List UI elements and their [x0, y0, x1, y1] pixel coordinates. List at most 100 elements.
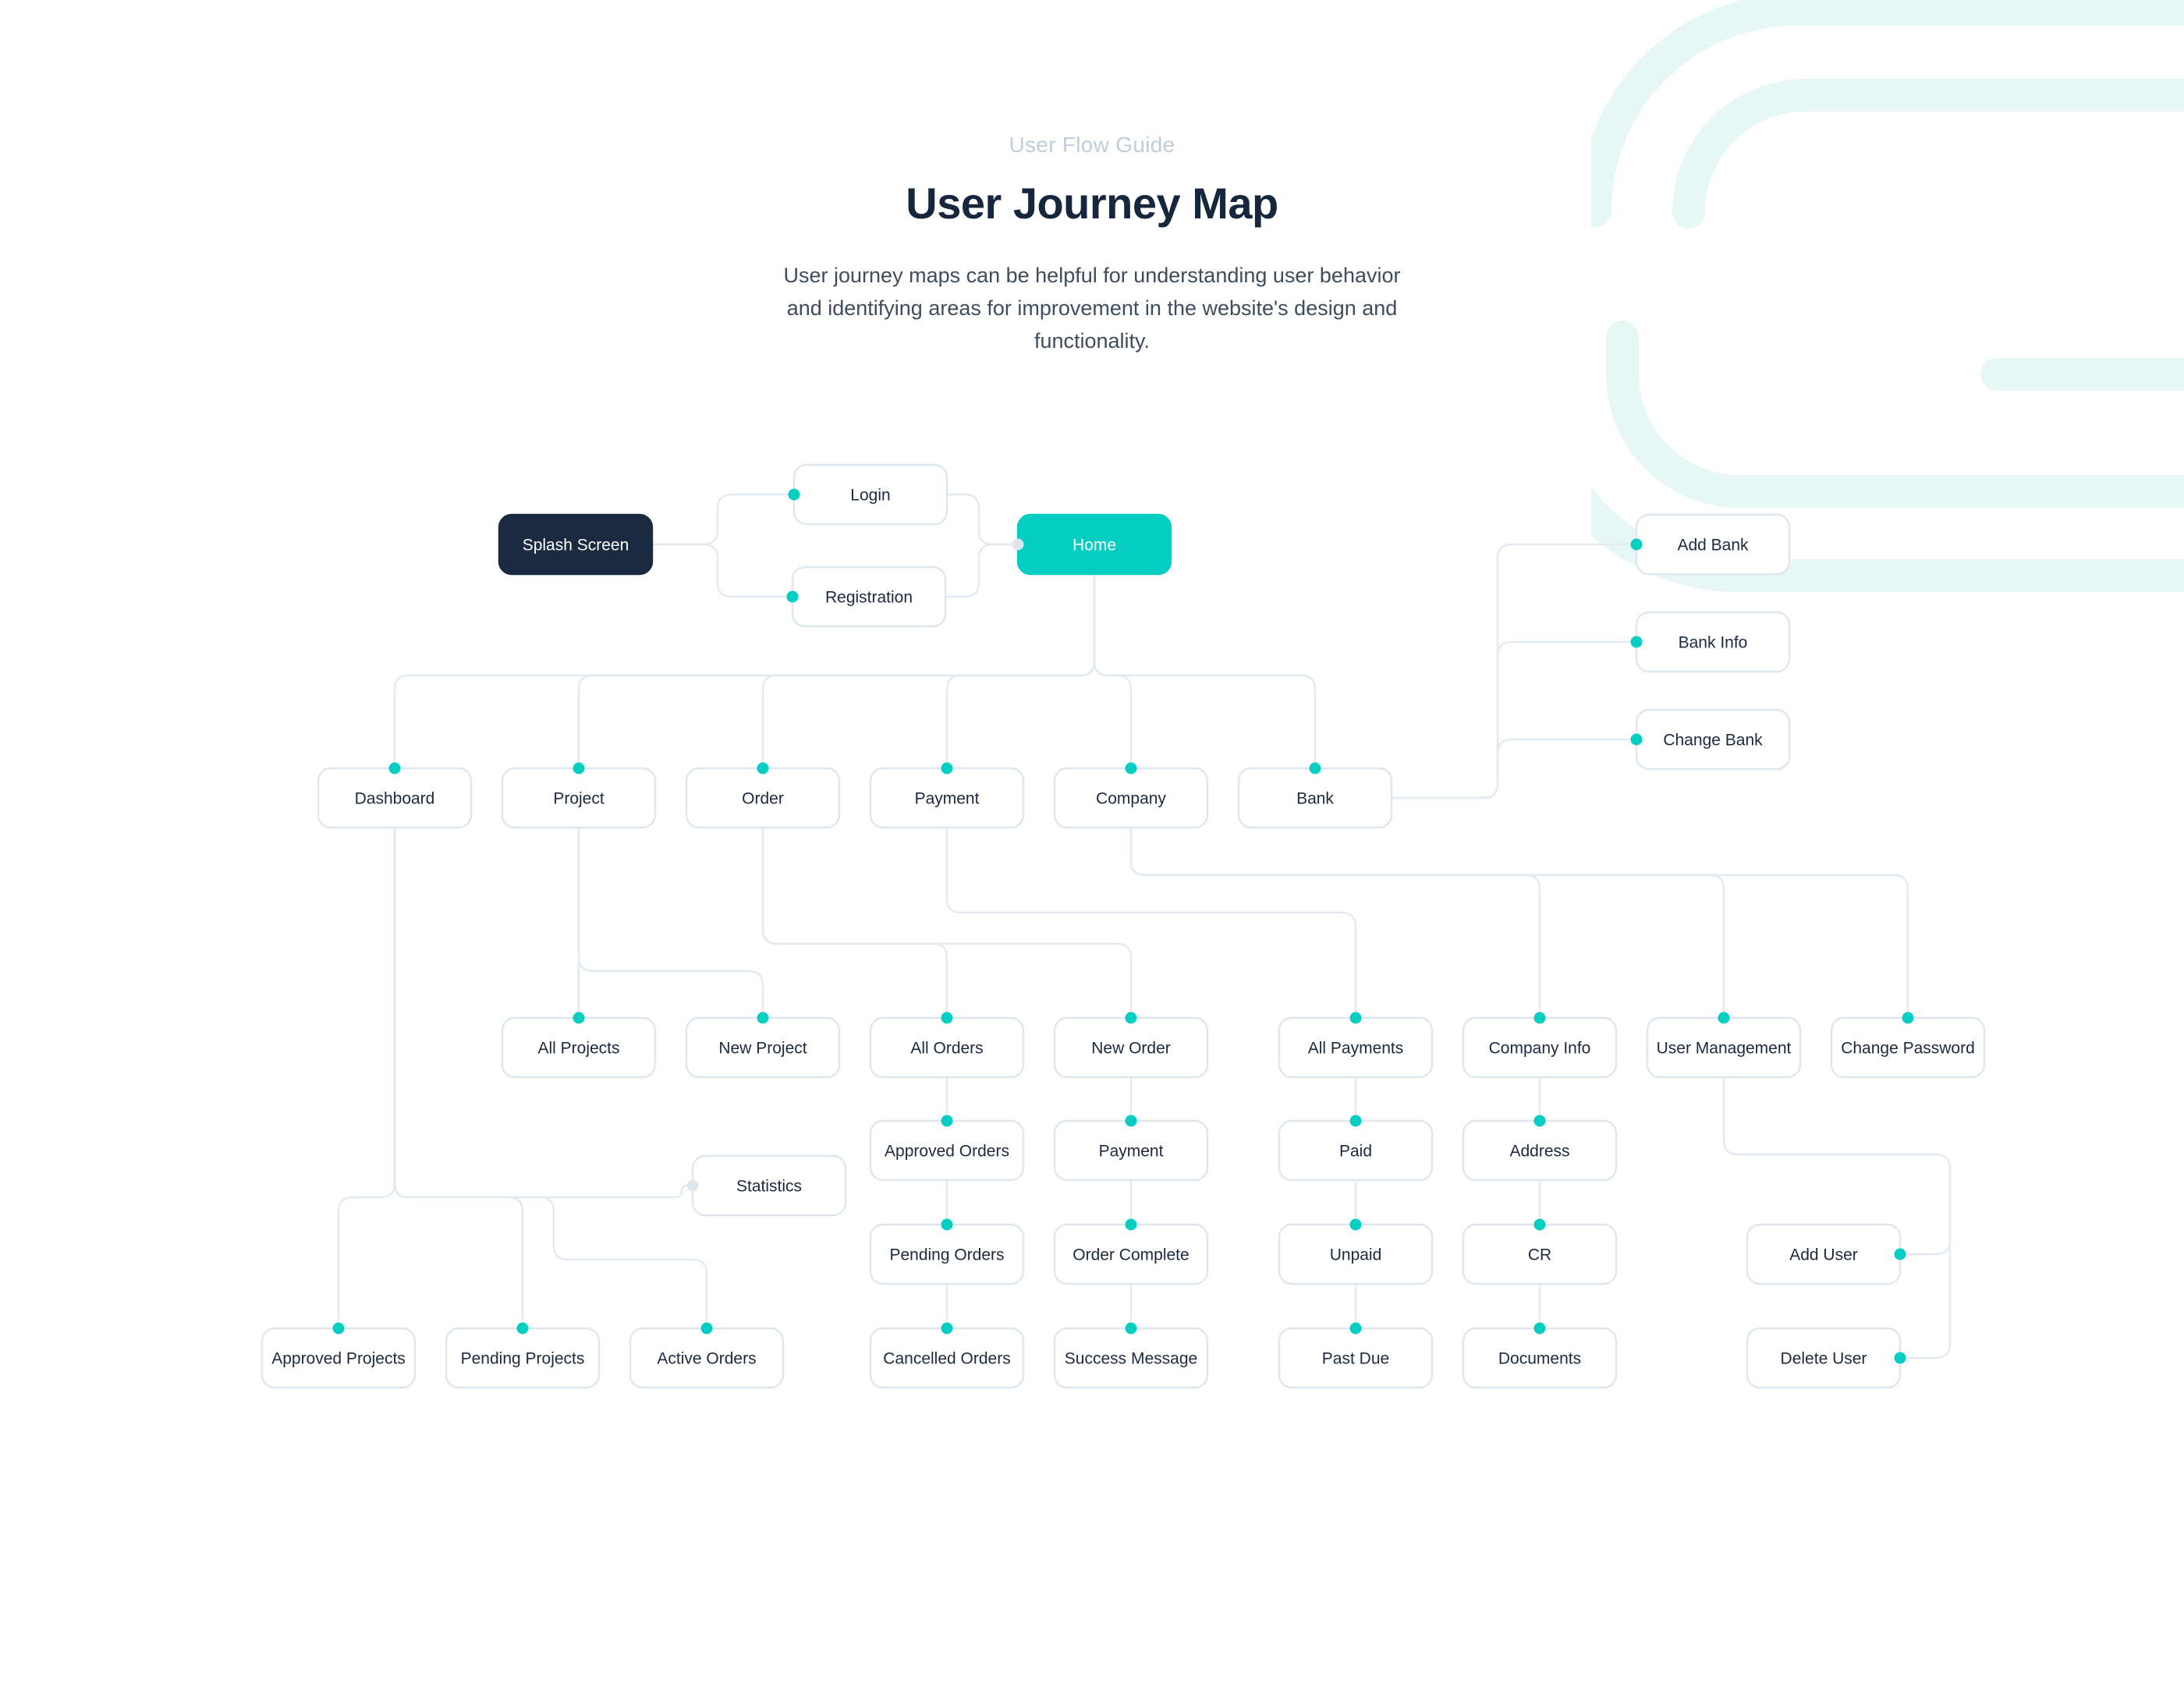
flow-node-successmessage[interactable]: Success Message [1053, 1322, 1209, 1389]
connector-layer [337, 493, 1952, 1360]
flow-node-pendingprojects[interactable]: Pending Projects [445, 1322, 601, 1389]
flow-node-pendingorders[interactable]: Pending Orders [869, 1218, 1025, 1285]
flow-node-bank[interactable]: Bank [1237, 762, 1393, 829]
flow-node-usermanagement[interactable]: User Management [1646, 1012, 1802, 1079]
node-label: Payment [915, 790, 980, 808]
connector-dot-icon [1125, 762, 1137, 775]
flow-node-ordercomplete[interactable]: Order Complete [1053, 1218, 1209, 1285]
flow-node-companyinfo[interactable]: Company Info [1462, 1012, 1618, 1079]
flow-node-registration[interactable]: Registration [786, 565, 947, 628]
connector [393, 826, 524, 1330]
flow-node-unpaid[interactable]: Unpaid [1278, 1218, 1434, 1285]
node-label: Approved Projects [271, 1350, 406, 1368]
node-box [498, 513, 654, 576]
flow-node-company[interactable]: Company [1053, 762, 1209, 829]
connector-dot-icon [1125, 1218, 1137, 1231]
node-label: Dashboard [355, 790, 435, 808]
connector-dot-icon [757, 762, 769, 775]
node-label: Pending Projects [461, 1350, 585, 1368]
eyebrow-label: User Flow Guide [1009, 133, 1175, 157]
node-label: All Payments [1308, 1040, 1404, 1058]
flow-node-cancelledorders[interactable]: Cancelled Orders [869, 1322, 1025, 1389]
flow-node-statistics[interactable]: Statistics [686, 1154, 847, 1217]
flow-node-paid[interactable]: Paid [1278, 1115, 1434, 1182]
node-label: User Management [1657, 1040, 1792, 1058]
node-label: Company Info [1489, 1040, 1591, 1058]
page-title: User Journey Map [906, 179, 1278, 228]
flow-node-changebank[interactable]: Change Bank [1630, 708, 1791, 771]
node-label: Pending Orders [889, 1246, 1004, 1264]
flow-node-allprojects[interactable]: All Projects [501, 1012, 657, 1079]
node-label: Active Orders [657, 1350, 756, 1368]
flow-node-payment[interactable]: Payment [869, 762, 1025, 829]
node-label: Bank [1296, 790, 1334, 808]
flow-node-newproject[interactable]: New Project [685, 1012, 841, 1079]
connector-dot-icon [700, 1322, 713, 1335]
node-label: Unpaid [1330, 1246, 1382, 1264]
node-label: Delete User [1781, 1350, 1867, 1368]
node-label: Order Complete [1072, 1246, 1189, 1264]
flow-node-login[interactable]: Login [788, 463, 948, 526]
connector-dot-icon [1349, 1012, 1362, 1024]
connector-dot-icon [788, 488, 800, 501]
flow-node-splash[interactable]: Splash Screen [498, 513, 654, 576]
connector-dot-icon [757, 1012, 769, 1024]
node-label: Order [742, 790, 784, 808]
connector [337, 826, 396, 1330]
node-label: Company [1096, 790, 1166, 808]
flow-node-activeorders[interactable]: Active Orders [629, 1322, 785, 1389]
flow-node-approvedprojects[interactable]: Approved Projects [261, 1322, 417, 1389]
flow-node-order[interactable]: Order [685, 762, 841, 829]
node-label: Change Bank [1663, 732, 1763, 750]
node-label: Past Due [1322, 1350, 1389, 1368]
connector [651, 493, 796, 546]
flow-node-adduser[interactable]: Add User [1746, 1223, 1906, 1285]
connector-dot-icon [573, 762, 585, 775]
connector [1129, 826, 1541, 1019]
flow-node-addbank[interactable]: Add Bank [1630, 513, 1791, 576]
connector [944, 543, 1019, 598]
flow-node-neworder[interactable]: New Order [1053, 1012, 1209, 1079]
connector-dot-icon [941, 762, 953, 775]
flow-node-dashboard[interactable]: Dashboard [317, 762, 473, 829]
connector-dot-icon [388, 762, 401, 775]
node-label: Splash Screen [523, 537, 629, 555]
connector-dot-icon [1125, 1115, 1137, 1127]
connector [577, 826, 764, 1019]
node-label: All Projects [537, 1040, 619, 1058]
flow-node-project[interactable]: Project [501, 762, 657, 829]
node-label: Documents [1498, 1350, 1581, 1368]
connector [1093, 573, 1317, 770]
node-label: Statistics [736, 1178, 802, 1196]
flow-node-documents[interactable]: Documents [1462, 1322, 1618, 1389]
connector-dot-icon [1894, 1352, 1906, 1364]
flow-node-payment2[interactable]: Payment [1053, 1115, 1209, 1182]
flow-node-address[interactable]: Address [1462, 1115, 1618, 1182]
flow-node-approvedorders[interactable]: Approved Orders [869, 1115, 1025, 1182]
flow-node-allpayments[interactable]: All Payments [1278, 1012, 1434, 1079]
connector-dot-icon [1630, 733, 1643, 746]
node-label: Address [1509, 1143, 1569, 1161]
flow-node-bankinfo[interactable]: Bank Info [1630, 611, 1791, 673]
node-label: Paid [1339, 1143, 1372, 1161]
flow-node-deleteuser[interactable]: Delete User [1746, 1327, 1906, 1389]
connector-dot-icon [1125, 1322, 1137, 1335]
node-label: Home [1072, 537, 1116, 555]
flow-node-home[interactable]: Home [1012, 513, 1172, 576]
connector [1390, 640, 1638, 799]
connector [1093, 573, 1133, 770]
node-label: Login [850, 487, 890, 505]
connector-dot-icon [1533, 1218, 1546, 1231]
flow-node-cr[interactable]: CR [1462, 1218, 1618, 1285]
node-label: Add Bank [1677, 537, 1749, 555]
connector-dot-icon [332, 1322, 345, 1335]
node-label: Bank Info [1679, 634, 1748, 652]
flow-node-changepassword[interactable]: Change Password [1830, 1012, 1986, 1079]
node-label: Cancelled Orders [883, 1350, 1010, 1368]
connector [761, 826, 948, 1019]
flow-node-pastdue[interactable]: Past Due [1278, 1322, 1434, 1389]
flow-node-allorders[interactable]: All Orders [869, 1012, 1025, 1079]
connector [1390, 738, 1638, 799]
connector-dot-icon [1894, 1248, 1906, 1260]
